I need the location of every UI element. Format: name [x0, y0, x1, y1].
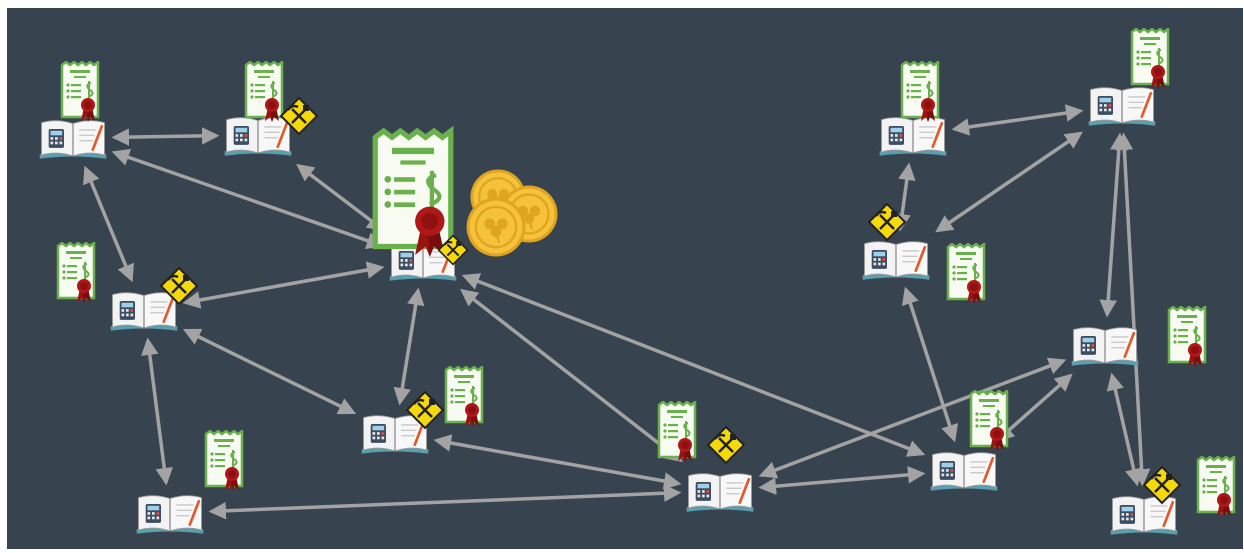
edge-n1-n2	[111, 127, 220, 146]
certificate-receipt-icon-n3	[56, 242, 96, 304]
edge-n8-n11	[951, 104, 1084, 136]
edge-n3-n6	[141, 337, 173, 486]
pickaxe-shovel-sign-icon-n14	[1142, 465, 1182, 505]
gold-coins-icon-3	[465, 196, 527, 258]
certificate-receipt-icon-n10	[969, 390, 1009, 452]
main-certificate-icon	[375, 131, 451, 257]
edge-n9-n11	[935, 131, 1083, 233]
edge-n12-n13	[1106, 372, 1143, 487]
ledger-book-icon-n6	[135, 494, 205, 536]
certificate-receipt-icon-n5	[444, 366, 484, 428]
ledger-book-icon-n9	[861, 240, 931, 282]
edge-n2-n4	[296, 163, 385, 232]
edge-n7-n10	[758, 466, 926, 495]
edge-n5-n7	[433, 434, 682, 490]
ledger-book-icon-n11	[1087, 86, 1157, 128]
edge-n9-n10	[901, 286, 959, 443]
certificate-receipt-icon-n11	[1130, 28, 1170, 90]
ledger-book-icon-n12	[1070, 326, 1140, 368]
edge-n7-n12	[758, 357, 1067, 479]
certificate-receipt-icon-n12	[1167, 306, 1207, 368]
edge-n3-n5	[182, 328, 357, 415]
edge-n3-n4	[182, 261, 385, 309]
network-diagram	[7, 8, 1243, 549]
certificate-receipt-icon-n2	[244, 61, 284, 123]
certificate-receipt-icon-n8	[900, 61, 940, 123]
ledger-book-icon-n10	[929, 451, 999, 493]
ledger-book-icon-n3	[109, 291, 179, 333]
ledger-book-icon-n1	[38, 119, 108, 161]
edge-n11-n12	[1099, 132, 1128, 318]
edges-layer	[83, 104, 1151, 520]
ledger-book-icon-n2	[223, 116, 293, 158]
certificate-receipt-icon-n9	[946, 243, 986, 305]
ledger-book-icon-n7	[685, 472, 755, 514]
pickaxe-shovel-sign-icon-n9	[867, 202, 907, 242]
certificate-receipt-icon-n6	[204, 430, 244, 492]
edge-n10-n12	[996, 373, 1073, 442]
certificate-receipt-icon-n7	[657, 401, 697, 463]
decorations-layer	[56, 28, 1236, 518]
edge-n6-n7	[208, 484, 682, 520]
ledger-book-icon-n8	[878, 116, 948, 158]
pickaxe-shovel-sign-icon-n7	[706, 425, 746, 465]
ledger-book-icon-n14	[1109, 495, 1179, 537]
edge-n4-n5	[393, 287, 425, 406]
certificate-receipt-icon-n1	[60, 61, 100, 123]
edge-n1-n3	[83, 165, 134, 283]
certificate-receipt-icon-n13	[1196, 456, 1236, 518]
diagram-svg	[38, 28, 1236, 537]
